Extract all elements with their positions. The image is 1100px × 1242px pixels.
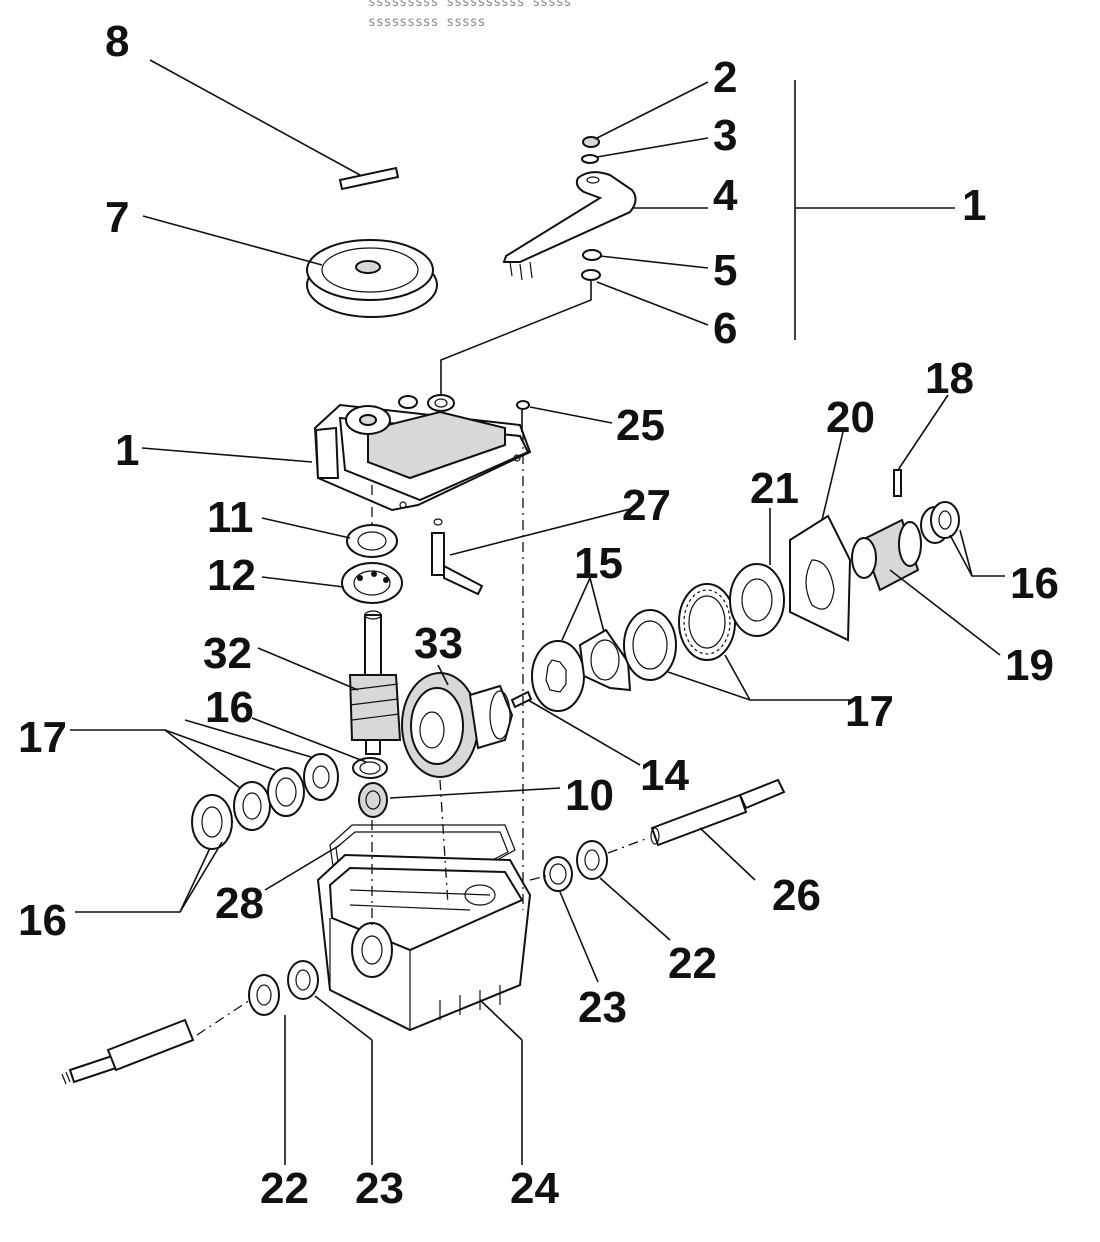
callout-16-left-bottom: 16 xyxy=(18,896,67,945)
callout-20: 20 xyxy=(826,393,875,442)
callout-27: 27 xyxy=(622,481,671,530)
callout-6: 6 xyxy=(713,304,737,353)
part-bearing-22-right xyxy=(576,840,608,880)
part-pin-18 xyxy=(893,469,902,497)
callout-19: 19 xyxy=(1005,641,1054,690)
part-ring-23-right xyxy=(543,856,573,892)
callout-21: 21 xyxy=(750,464,799,513)
callout-22-right: 22 xyxy=(668,939,717,988)
callout-32: 32 xyxy=(203,629,252,678)
part-shaft-26 xyxy=(650,778,786,847)
part-pulley-7 xyxy=(306,239,438,318)
callout-24: 24 xyxy=(510,1164,559,1213)
part-spline-disc-15a xyxy=(531,640,585,712)
part-bearing-12 xyxy=(341,562,403,604)
part-ring-23-bottom xyxy=(287,960,319,1000)
part-washer-6 xyxy=(581,269,601,281)
part-screw-25 xyxy=(516,400,530,432)
callout-17-right: 17 xyxy=(845,687,894,736)
part-washer-17-right xyxy=(623,609,677,681)
part-washer-17-left-b xyxy=(303,753,339,801)
header-text-line1: sssssssss ssssssssss sssss xyxy=(368,0,572,10)
callout-7: 7 xyxy=(105,193,129,242)
part-spline-gear-19 xyxy=(851,518,922,592)
callout-2: 2 xyxy=(713,53,737,102)
part-cover-1 xyxy=(313,394,532,512)
part-bushing-10 xyxy=(358,782,388,818)
callout-16-left-top: 16 xyxy=(205,683,254,732)
callout-26: 26 xyxy=(772,871,821,920)
header-text-line2: sssssssss sssss xyxy=(368,15,485,30)
part-axle-shaft xyxy=(61,1018,195,1085)
callout-11: 11 xyxy=(207,493,254,542)
part-bearing-22-bottom xyxy=(248,974,280,1016)
part-worm-gear-33 xyxy=(401,672,514,778)
part-spline-disc-15b xyxy=(578,628,632,692)
callout-17-left: 17 xyxy=(18,713,67,762)
part-seal-16-right xyxy=(920,501,960,544)
part-fork-27 xyxy=(431,518,484,596)
callout-12: 12 xyxy=(207,551,256,600)
part-seal-16-left xyxy=(191,794,233,850)
callout-23-bottom: 23 xyxy=(355,1164,404,1213)
part-pin-8 xyxy=(338,166,400,191)
part-housing-24 xyxy=(316,853,532,1032)
part-bearing-11 xyxy=(346,524,398,558)
part-ring-16-center xyxy=(352,757,388,779)
callout-18: 18 xyxy=(925,354,974,403)
part-washer-17-left-a xyxy=(233,781,271,831)
part-pin-14 xyxy=(510,690,533,709)
part-bearing-17-right xyxy=(678,583,736,661)
callout-15: 15 xyxy=(574,539,623,588)
callout-5: 5 xyxy=(713,246,737,295)
callout-25: 25 xyxy=(616,401,665,450)
callout-33: 33 xyxy=(414,619,463,668)
callout-8: 8 xyxy=(105,17,129,66)
callout-14: 14 xyxy=(640,751,689,800)
callout-16-right: 16 xyxy=(1010,559,1059,608)
callout-22-bottom: 22 xyxy=(260,1164,309,1213)
callout-1-group: 1 xyxy=(962,181,986,230)
callout-23-right: 23 xyxy=(578,983,627,1032)
callout-4: 4 xyxy=(713,171,738,220)
part-washer-21 xyxy=(729,563,785,637)
callout-1-cover: 1 xyxy=(115,426,139,475)
callout-10: 10 xyxy=(565,771,614,820)
part-lever-4 xyxy=(502,171,637,281)
leader-lines xyxy=(70,59,1005,1165)
part-nut-2 xyxy=(582,136,600,148)
callout-28: 28 xyxy=(215,879,264,928)
callout-3: 3 xyxy=(713,111,737,160)
part-plate-20 xyxy=(789,514,852,642)
assembly-center-lines xyxy=(196,432,649,1036)
part-washer-3 xyxy=(581,154,599,164)
part-bearing-17-left xyxy=(267,767,305,817)
callout-numbers: 8 7 2 3 4 5 6 1 1 25 18 20 21 27 11 12 1… xyxy=(18,17,1059,1213)
part-worm-shaft-32 xyxy=(348,610,402,755)
part-washer-5 xyxy=(582,249,602,261)
